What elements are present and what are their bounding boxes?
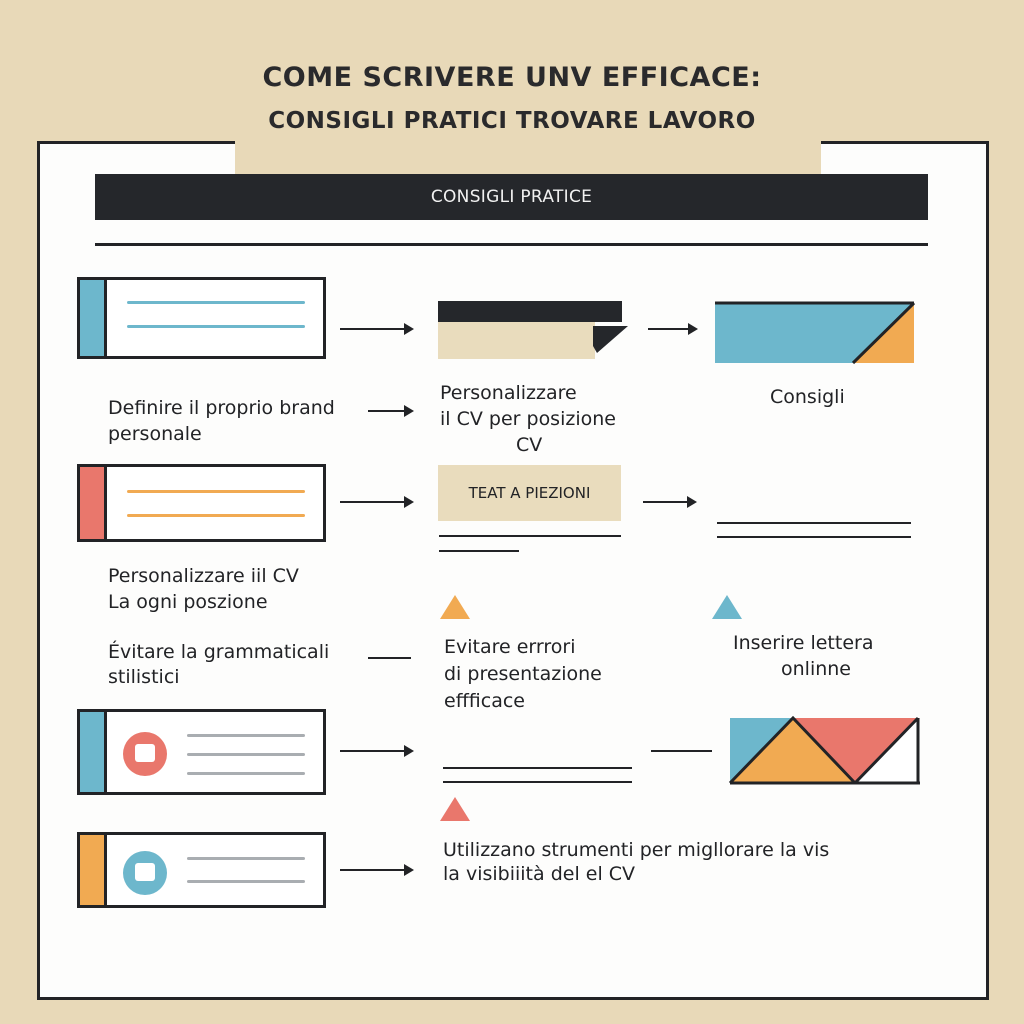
label-letter-2: onlinne xyxy=(781,658,851,680)
label-presentation-3: effficace xyxy=(444,690,525,712)
page-title: COME SCRIVERE UNV EFFICACE: xyxy=(262,62,762,93)
card-brand xyxy=(77,277,326,359)
arrow-right-icon xyxy=(340,323,414,335)
section-header-bar: CONSIGLI PRATICE xyxy=(95,174,928,220)
tangram-shape xyxy=(728,716,920,785)
connector-line xyxy=(651,750,712,752)
label-presentation-1: Evitare errrori xyxy=(444,636,576,658)
text-line xyxy=(127,490,305,493)
label-personalize-3: CV xyxy=(516,434,543,456)
text-line xyxy=(717,536,911,538)
label-tools-1: Utilizzano strumenti per migllorare la v… xyxy=(443,839,830,861)
text-line xyxy=(187,880,305,883)
text-line xyxy=(187,753,305,756)
text-line xyxy=(439,550,519,552)
arrow-right-icon xyxy=(368,405,414,417)
tag-box: TEAT A PIEZIONI xyxy=(438,465,621,521)
card-speech xyxy=(77,832,326,908)
arrow-right-icon xyxy=(340,745,414,757)
triangle-red-icon xyxy=(440,797,470,821)
card-stripe xyxy=(80,280,107,356)
parallelogram-shape xyxy=(715,301,916,365)
label-presentation-2: di presentazione xyxy=(444,663,602,685)
card-stripe xyxy=(80,467,107,539)
text-line xyxy=(187,734,305,737)
card-personalize xyxy=(77,464,326,542)
text-line xyxy=(187,772,305,775)
triangle-orange-icon xyxy=(440,595,470,619)
text-line xyxy=(127,301,305,304)
connector-line xyxy=(368,657,411,659)
speech-bubble-icon xyxy=(123,851,167,895)
banner-fold-icon xyxy=(593,326,628,353)
text-line xyxy=(443,781,632,783)
card-chat xyxy=(77,709,326,795)
text-line xyxy=(127,325,305,328)
label-consigli: Consigli xyxy=(770,386,845,408)
title-notch xyxy=(235,138,821,174)
label-personalize-2: il CV per posizione xyxy=(440,408,616,430)
text-line xyxy=(127,514,305,517)
label-personalize-cv-2: La ogni poszione xyxy=(108,591,268,613)
speech-glyph xyxy=(135,863,155,881)
label-errors-2: stilistici xyxy=(108,666,180,688)
label-tools-2: la visibiiità del el CV xyxy=(443,863,636,885)
triangle-blue-icon xyxy=(712,595,742,619)
banner-top xyxy=(438,301,622,322)
label-personalize-1: Personalizzare xyxy=(440,382,577,404)
divider xyxy=(95,243,928,246)
arrow-right-icon xyxy=(340,864,414,876)
text-line xyxy=(439,535,621,537)
label-brand-1: Definire il proprio brand xyxy=(108,397,335,419)
text-line xyxy=(443,767,632,769)
text-line xyxy=(187,857,305,860)
page-subtitle: CONSIGLI PRATICI TROVARE LAVORO xyxy=(268,108,756,134)
label-personalize-cv-1: Personalizzare iil CV xyxy=(108,565,299,587)
chat-square-icon xyxy=(123,732,167,776)
banner-body xyxy=(438,322,595,359)
label-errors-1: Évitare la grammaticali xyxy=(108,641,330,663)
arrow-right-icon xyxy=(648,323,698,335)
text-line xyxy=(717,522,911,524)
arrow-right-icon xyxy=(340,496,414,508)
arrow-right-icon xyxy=(643,496,697,508)
chat-glyph xyxy=(135,744,155,762)
label-letter-1: Inserire lettera xyxy=(733,632,874,654)
card-stripe xyxy=(80,835,107,905)
card-stripe xyxy=(80,712,107,792)
label-brand-2: personale xyxy=(108,423,202,445)
